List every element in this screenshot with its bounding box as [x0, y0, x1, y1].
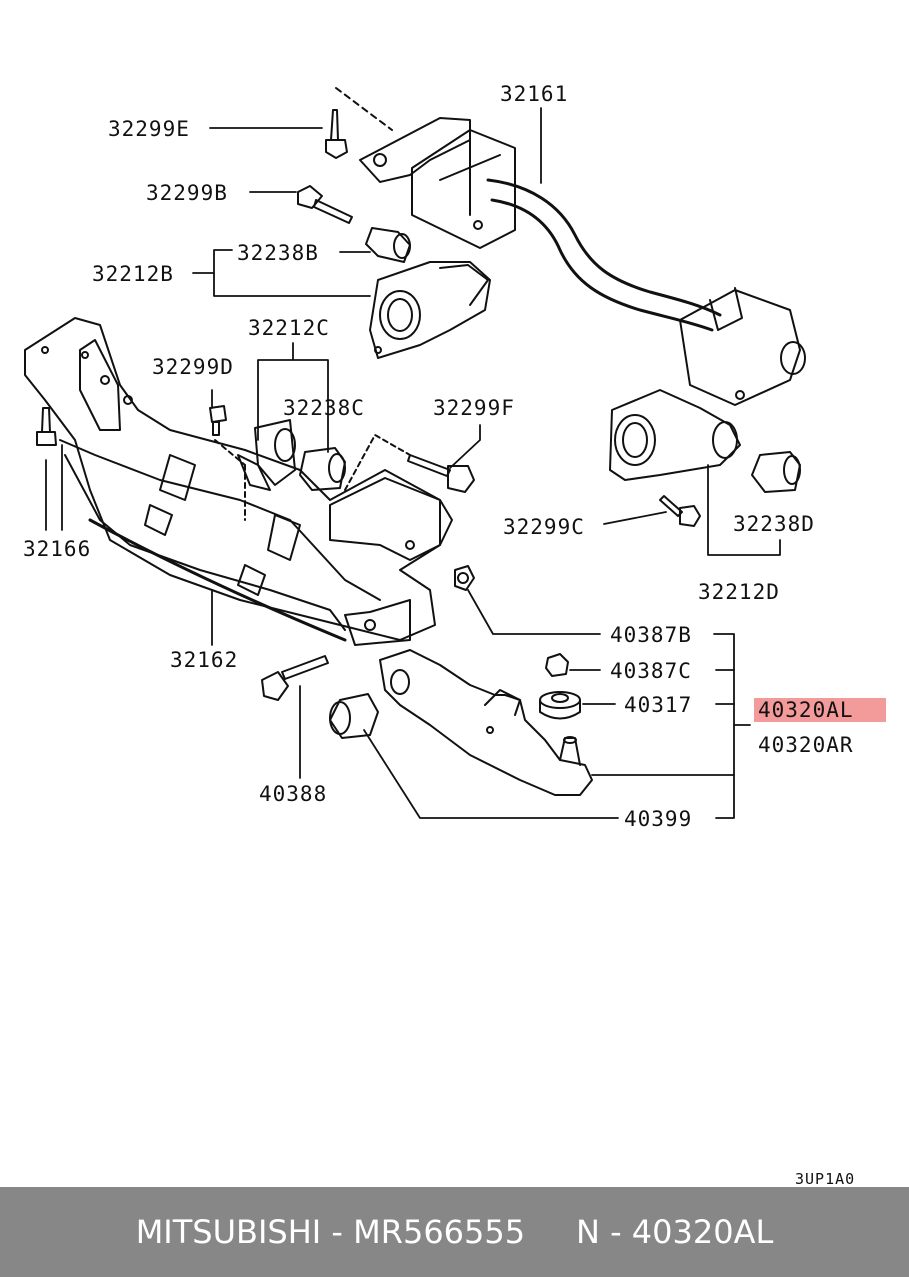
bracket-icon	[237, 419, 296, 491]
bushing-icon	[539, 691, 581, 720]
label-40399[interactable]: 40399	[624, 807, 693, 831]
bolt-icon	[209, 405, 227, 436]
bolt-icon	[659, 495, 701, 527]
label-32212c[interactable]: 32212C	[248, 316, 330, 340]
label-32299d[interactable]: 32299D	[152, 355, 234, 379]
label-40388[interactable]: 40388	[259, 782, 328, 806]
crossmember-icon	[24, 317, 453, 646]
bolt-icon	[325, 109, 348, 159]
bushing-icon	[299, 447, 346, 491]
label-32299e[interactable]: 32299E	[108, 117, 190, 141]
label-32299b[interactable]: 32299B	[146, 181, 228, 205]
label-32238c[interactable]: 32238C	[283, 396, 365, 420]
nut-icon	[545, 653, 569, 677]
label-32238d[interactable]: 32238D	[733, 512, 815, 536]
bushing-icon	[365, 227, 411, 263]
label-40387b[interactable]: 40387B	[610, 623, 692, 647]
parts-diagram	[24, 87, 806, 819]
label-32212b[interactable]: 32212B	[92, 262, 174, 286]
label-32299f[interactable]: 32299F	[433, 396, 515, 420]
label-40320al[interactable]: 40320AL	[754, 698, 886, 722]
stabilizer-bar-icon	[359, 117, 806, 406]
bolt-icon	[297, 185, 353, 224]
bolt-icon	[407, 454, 475, 493]
label-32238b[interactable]: 32238B	[237, 241, 319, 265]
label-32212d[interactable]: 32212D	[698, 580, 780, 604]
bushing-icon	[329, 693, 379, 739]
bolt-icon	[261, 655, 329, 701]
footer-bar: MITSUBISHI - MR566555 N - 40320AL	[0, 1187, 909, 1277]
label-40387c[interactable]: 40387C	[610, 659, 692, 683]
footer-text: MITSUBISHI - MR566555 N - 40320AL	[135, 1213, 774, 1251]
bracket-icon	[369, 261, 491, 359]
label-32166[interactable]: 32166	[23, 537, 92, 561]
diagram-code: 3UP1A0	[795, 1170, 856, 1188]
bushing-icon	[751, 451, 801, 493]
bracket-icon	[609, 389, 741, 481]
label-40317[interactable]: 40317	[624, 693, 693, 717]
bolt-icon	[36, 407, 57, 446]
label-32162[interactable]: 32162	[170, 648, 239, 672]
label-32299c[interactable]: 32299C	[503, 515, 585, 539]
label-32161[interactable]: 32161	[500, 82, 569, 106]
label-40320ar[interactable]: 40320AR	[758, 733, 854, 757]
nut-icon	[454, 565, 475, 591]
lower-arm-icon	[379, 649, 593, 796]
